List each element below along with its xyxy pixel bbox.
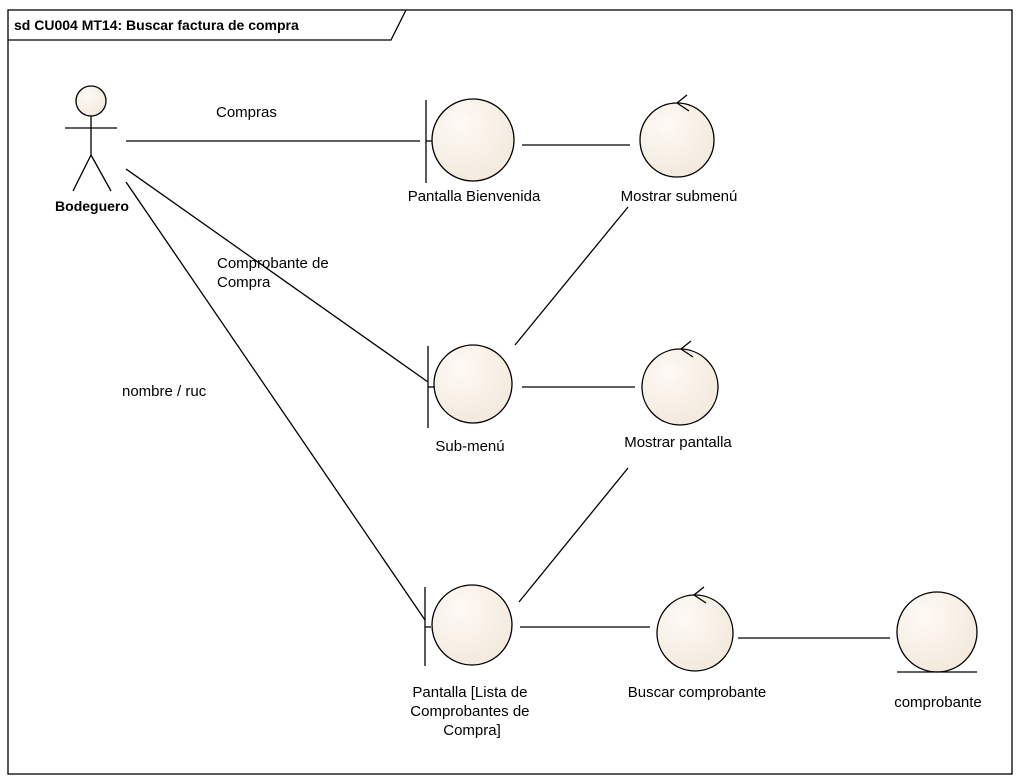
connectors xyxy=(125,140,890,639)
boundary-pantalla-lista[interactable]: Pantalla [Lista de Comprobantes de Compr… xyxy=(410,584,533,739)
connector-label-comprobante-de-compra: Comprobante de Compra xyxy=(217,255,333,291)
connector-label-nombre-ruc: nombre / ruc xyxy=(122,383,207,400)
boundary-sub-menu[interactable]: Sub-menú xyxy=(427,344,513,455)
boundary-label: Sub-menú xyxy=(435,438,504,455)
frame-title: sd CU004 MT14: Buscar factura de compra xyxy=(14,17,299,33)
actor-name: Bodeguero xyxy=(55,198,129,214)
connector-labels: Compras Comprobante de Compra nombre / r… xyxy=(122,104,333,400)
actor-bodeguero[interactable]: Bodeguero xyxy=(55,85,129,214)
boundary-label: Pantalla [Lista de Comprobantes de Compr… xyxy=(410,684,533,739)
connector-actor-sub-menu[interactable] xyxy=(125,168,429,383)
boundary-icon xyxy=(427,344,513,428)
control-label: Buscar comprobante xyxy=(628,684,766,701)
control-label: Mostrar pantalla xyxy=(624,434,732,451)
stick-figure-actor-icon xyxy=(65,85,117,192)
connector-sub-menu-mostrar-submenu[interactable] xyxy=(514,206,629,346)
connector-label-compras: Compras xyxy=(216,104,277,121)
control-mostrar-submenu[interactable]: Mostrar submenú xyxy=(621,94,738,205)
control-icon xyxy=(656,586,734,672)
connector-lista-mostrar-pantalla[interactable] xyxy=(518,467,629,603)
frame-title-tab xyxy=(8,9,407,41)
entity-comprobante[interactable]: comprobante xyxy=(894,591,982,711)
entity-label: comprobante xyxy=(894,694,982,711)
control-icon xyxy=(639,94,715,178)
entity-icon xyxy=(896,591,978,673)
boundary-pantalla-bienvenida[interactable]: Pantalla Bienvenida xyxy=(408,98,541,205)
control-buscar-comprobante[interactable]: Buscar comprobante xyxy=(628,586,766,701)
control-label: Mostrar submenú xyxy=(621,188,738,205)
control-icon xyxy=(641,340,719,426)
control-mostrar-pantalla[interactable]: Mostrar pantalla xyxy=(624,340,732,451)
boundary-icon xyxy=(424,584,513,666)
connector-actor-pantalla-lista[interactable] xyxy=(125,181,426,621)
boundary-icon xyxy=(425,98,515,183)
boundary-label: Pantalla Bienvenida xyxy=(408,188,541,205)
